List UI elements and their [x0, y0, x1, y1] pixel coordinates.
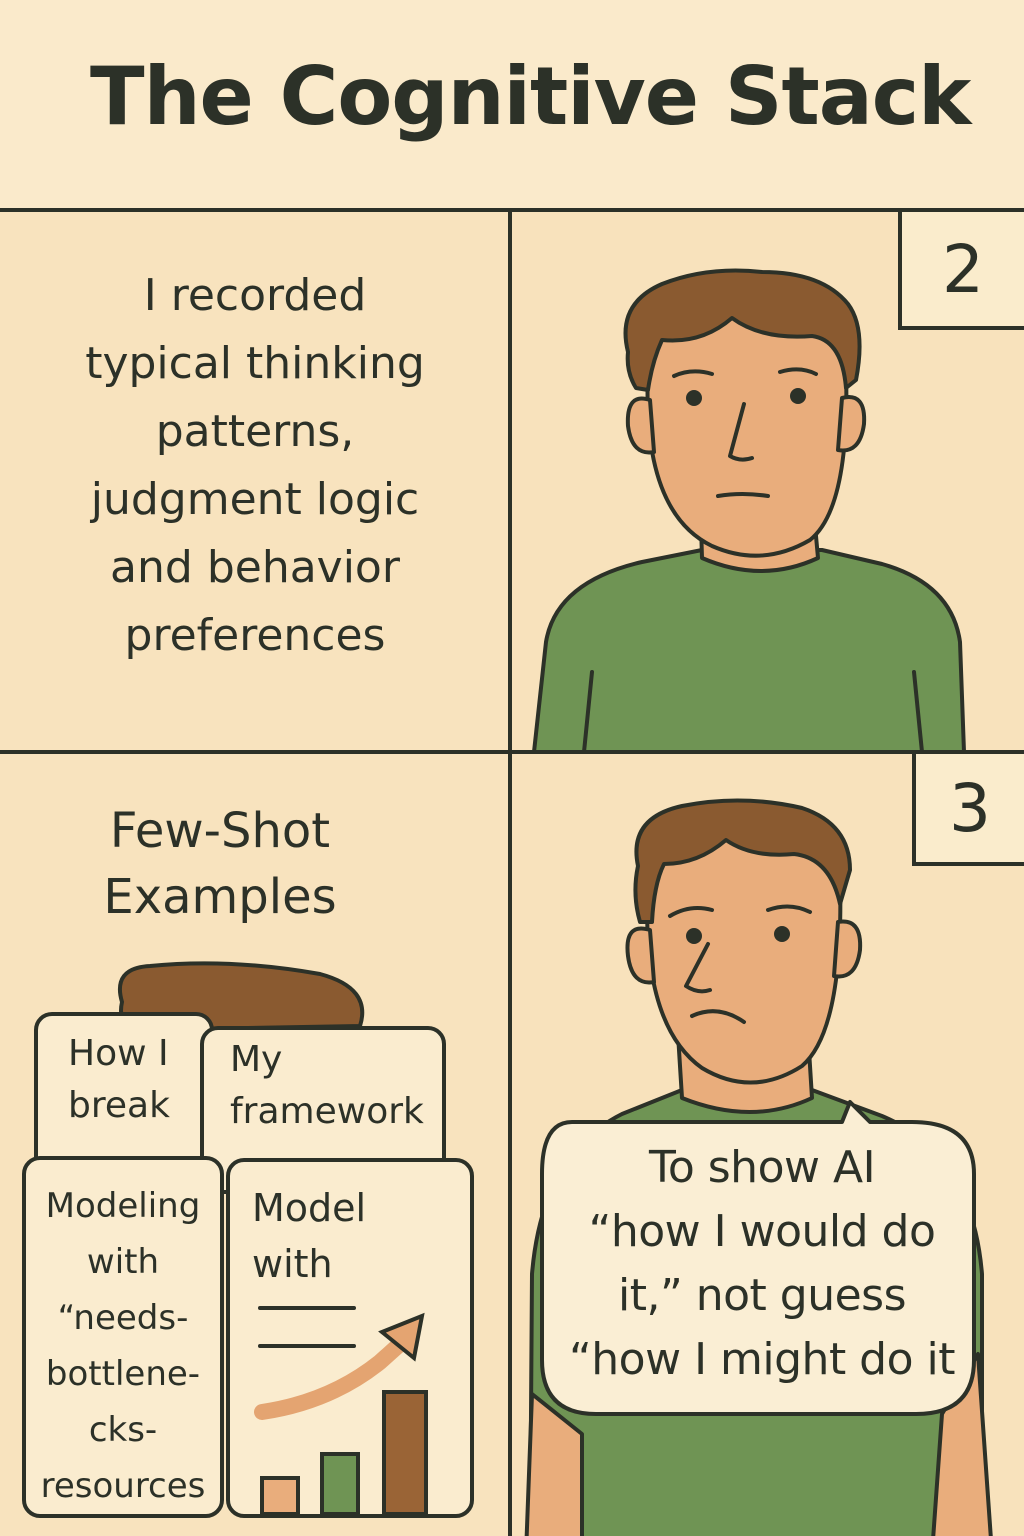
card-line: “needs- [57, 1298, 189, 1338]
ear-left [625, 926, 656, 985]
hair [633, 798, 852, 924]
eyebrow-left [668, 906, 714, 918]
card-line: with [86, 1242, 160, 1282]
panel-number-3: 3 [912, 754, 1024, 866]
title-panel: The Cognitive Stack [0, 0, 1024, 208]
card-line: framework [230, 1091, 424, 1132]
page-title: The Cognitive Stack [90, 50, 971, 143]
eyebrow-right [766, 904, 812, 914]
caption-line: judgment logic [90, 474, 420, 525]
heading-line: Examples [103, 869, 337, 925]
card-line: cks- [88, 1410, 158, 1450]
speech-bubble-text: To show AI “how I would do it,” not gues… [552, 1136, 972, 1392]
trend-arrow-icon [254, 1336, 408, 1420]
eye-left [686, 390, 702, 406]
bar-icon [260, 1476, 300, 1516]
eye-right [790, 388, 806, 404]
eye-left [686, 928, 702, 944]
face [645, 306, 849, 558]
arm-seam-left [582, 670, 594, 750]
hair [623, 268, 862, 392]
panel-divider-vertical [508, 208, 512, 1536]
panel-examples: Few-Shot Examples How I break My framewo… [0, 754, 508, 1536]
card-line: bottlene- [45, 1354, 201, 1394]
card-line: Model [252, 1186, 367, 1230]
panel-speech: To show AI “how I would do it,” not gues… [512, 754, 1024, 1536]
card-line: How I [68, 1033, 169, 1074]
card-line: break [68, 1085, 170, 1126]
nose [728, 402, 754, 462]
panel-number-2: 2 [898, 212, 1024, 330]
panel-portrait: 2 [512, 212, 1024, 750]
growth-chart-icon [254, 1306, 428, 1516]
card-line: My [230, 1039, 283, 1080]
bar-icon [320, 1452, 360, 1516]
nose [684, 942, 712, 994]
man-illustration [524, 798, 993, 1536]
card-line: with [252, 1242, 333, 1286]
example-card-model: Model with [226, 1158, 474, 1518]
speech-bubble [540, 1100, 976, 1416]
arrow-head-icon [378, 1312, 425, 1362]
caption-line: patterns, [155, 406, 355, 457]
caption-line: typical thinking [85, 338, 425, 389]
example-card-modeling: Modeling with “needs- bottlene- cks- res… [22, 1156, 224, 1518]
caption-line: preferences [124, 610, 386, 661]
speech-line: “how I might do it [569, 1334, 956, 1385]
eye-right [774, 926, 790, 942]
examples-heading: Few-Shot Examples [40, 798, 400, 930]
eyebrow-right [778, 367, 818, 376]
ear-right [836, 395, 867, 453]
caption-text: I recorded typical thinking patterns, ju… [20, 262, 490, 670]
mouth [716, 492, 770, 498]
shirt [532, 548, 966, 750]
eyebrow-left [672, 369, 714, 378]
ear-left [625, 396, 656, 455]
bar-icon [382, 1390, 428, 1516]
speech-line: To show AI [648, 1142, 876, 1193]
caption-line: and behavior [110, 542, 400, 593]
speech-line: it,” not guess [617, 1270, 907, 1321]
arm-seam-right [912, 670, 924, 750]
card-line: resources [40, 1466, 206, 1506]
heading-line: Few-Shot [109, 803, 331, 859]
card-line: Modeling [45, 1186, 201, 1226]
mouth [690, 1009, 746, 1024]
panel-divider-middle [0, 750, 1024, 754]
speech-line: “how I would do [588, 1206, 936, 1257]
ear-right [832, 919, 863, 979]
caption-line: I recorded [143, 270, 367, 321]
man-illustration [532, 268, 966, 750]
panel-caption: I recorded typical thinking patterns, ju… [0, 212, 508, 750]
arm-left [524, 1392, 584, 1536]
panel-divider-top [0, 208, 1024, 212]
